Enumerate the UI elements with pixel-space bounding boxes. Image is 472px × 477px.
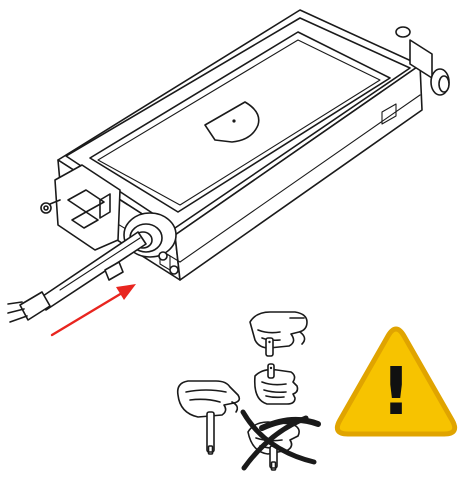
warning-exclamation: ! xyxy=(381,353,411,430)
probe-rod xyxy=(7,231,147,323)
warning-triangle-icon: ! xyxy=(334,326,458,437)
cross-stroke-1 xyxy=(240,409,317,465)
hand-holding-probe-icon xyxy=(176,380,241,455)
screw-1 xyxy=(158,251,168,261)
panel-dot xyxy=(232,119,236,123)
screw-2 xyxy=(169,265,179,275)
insertion-arrow-icon xyxy=(50,284,136,337)
right-connector xyxy=(395,26,450,96)
hand-holding-cable-icon xyxy=(249,311,308,357)
hand-pinching-cable-icon xyxy=(253,363,299,405)
left-connector-block xyxy=(40,164,121,251)
crossed-bending-cable-icon xyxy=(240,409,321,471)
cross-stroke-2 xyxy=(241,415,309,471)
sensor-device-icon xyxy=(40,9,450,281)
